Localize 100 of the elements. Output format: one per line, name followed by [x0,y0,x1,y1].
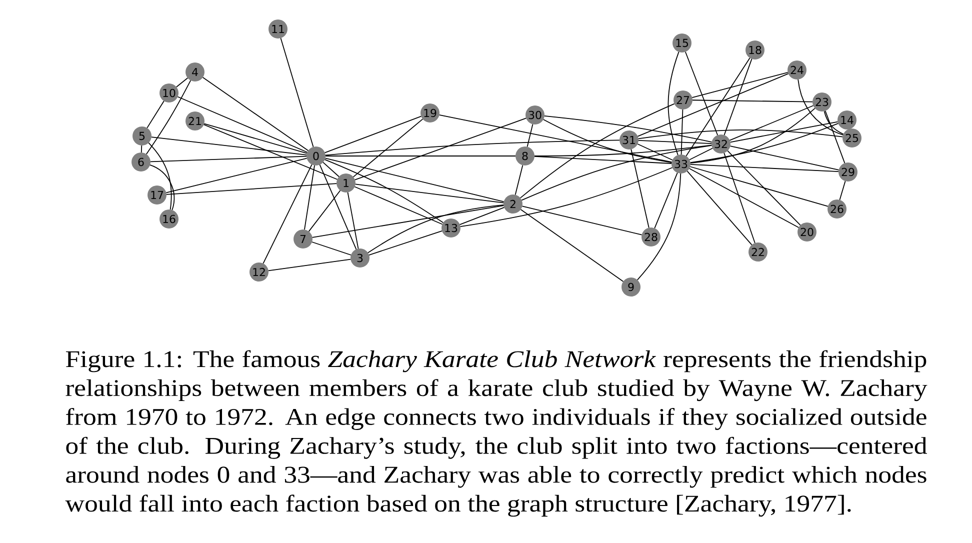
edge-line [638,129,844,140]
graph-node: 30 [526,106,544,124]
edge-line [522,206,642,236]
edge-line [686,58,750,156]
edge-line [312,205,504,238]
graph-node: 8 [516,146,534,166]
edge-line [459,206,505,226]
graph-node: 6 [132,152,150,172]
edge-line [204,123,308,154]
edge-line [262,164,312,264]
edge-line [367,204,504,254]
edge-line [520,209,624,282]
edge-line [352,118,424,178]
edge-line [150,164,175,210]
graph-node: 31 [620,130,638,150]
graph-node: 12 [250,262,268,282]
edge-line [690,164,839,172]
edge-line [638,140,712,144]
graph-node: 26 [828,200,846,218]
edge-line [690,166,828,207]
edge-line [146,100,164,128]
edge-line [680,109,684,155]
graph-node: 32 [712,134,730,154]
edge-line [730,121,838,143]
edge-line [308,190,341,232]
edge-line [319,164,357,250]
graph-node: 1 [336,174,356,192]
edge-line [280,38,314,148]
edge-line [520,103,675,198]
edge-line [438,114,672,163]
graph-node: 17 [148,186,166,204]
graph-node: 14 [838,110,856,130]
edge-line [177,96,308,153]
edge-line [824,110,844,135]
graph-node: 13 [442,218,460,238]
graph-node: 21 [186,112,204,130]
edge-line [534,144,712,156]
edge-line [150,156,307,162]
edge-line [460,167,673,228]
edge-line [637,144,673,160]
edge-line [368,230,442,256]
graph-node: 10 [160,84,178,102]
edge-line [166,183,337,195]
edge-line [724,58,752,136]
edge-line [690,123,839,164]
graph-node: 25 [842,128,862,148]
graph-node: 24 [788,60,806,80]
edge-line [304,164,315,230]
edge-line [151,136,308,156]
edge-line [637,73,789,137]
graph-node: 2 [504,194,522,214]
edge-line [148,142,172,210]
edge-line [324,159,444,224]
edge-line [727,150,801,226]
graph-node: 28 [642,228,660,246]
edge-line [325,140,620,156]
edge-line [839,180,846,200]
graph-node: 29 [838,162,858,182]
edge-line [202,76,309,152]
edge-line [514,164,524,196]
graph-node: 7 [294,230,312,248]
edge-line [730,146,840,170]
edge-line [544,116,712,142]
edge-line [686,170,752,246]
graph-node: 19 [420,104,440,122]
edge-line [354,186,443,225]
edge-line [630,148,650,228]
edge-line [724,152,756,244]
edge-line [542,119,672,163]
edge-line [521,144,712,201]
graph-node: 18 [746,40,764,60]
edge-line [140,145,142,153]
figure-caption: Figure 1.1: The famous Zachary Karate Club Network represents the friendship relationships between members of a karate club studied by Wayne W. Zachary from 1970 to 1972. An edge connects two individuals if they socialized outside of the club. During Zachary’s study, the club split into two factions—centered around nodes 0 and 33—and Zachary was able to correctly predict which nodes would fall into each faction based on the graph structure [Zachary, 1977]. [65,350,928,517]
edge-line [684,51,718,136]
edge-line [798,78,844,136]
graph-node: 23 [812,92,832,112]
graph-node: 16 [160,210,178,228]
edge-line [636,173,682,280]
edge-line [729,105,814,141]
edge-line [354,118,527,180]
graph-node: 0 [306,146,326,166]
edge-line [322,162,340,178]
edge-line [688,168,800,228]
edge-line [692,100,813,102]
edge-line [692,72,788,98]
edge-line [324,158,504,202]
graph-node: 4 [186,62,204,82]
edge-line [534,156,672,164]
edge-line [203,124,338,180]
graph-node: 9 [622,278,640,296]
edge-line [146,80,192,155]
edge-line [166,158,308,194]
edge-line [347,192,359,250]
edge-line [668,51,680,156]
edge-line [268,258,352,272]
edge-line [824,110,846,164]
graph-node: 20 [798,222,816,242]
edge-line [654,172,678,229]
edge-line [324,116,422,154]
edge-line [354,184,504,204]
